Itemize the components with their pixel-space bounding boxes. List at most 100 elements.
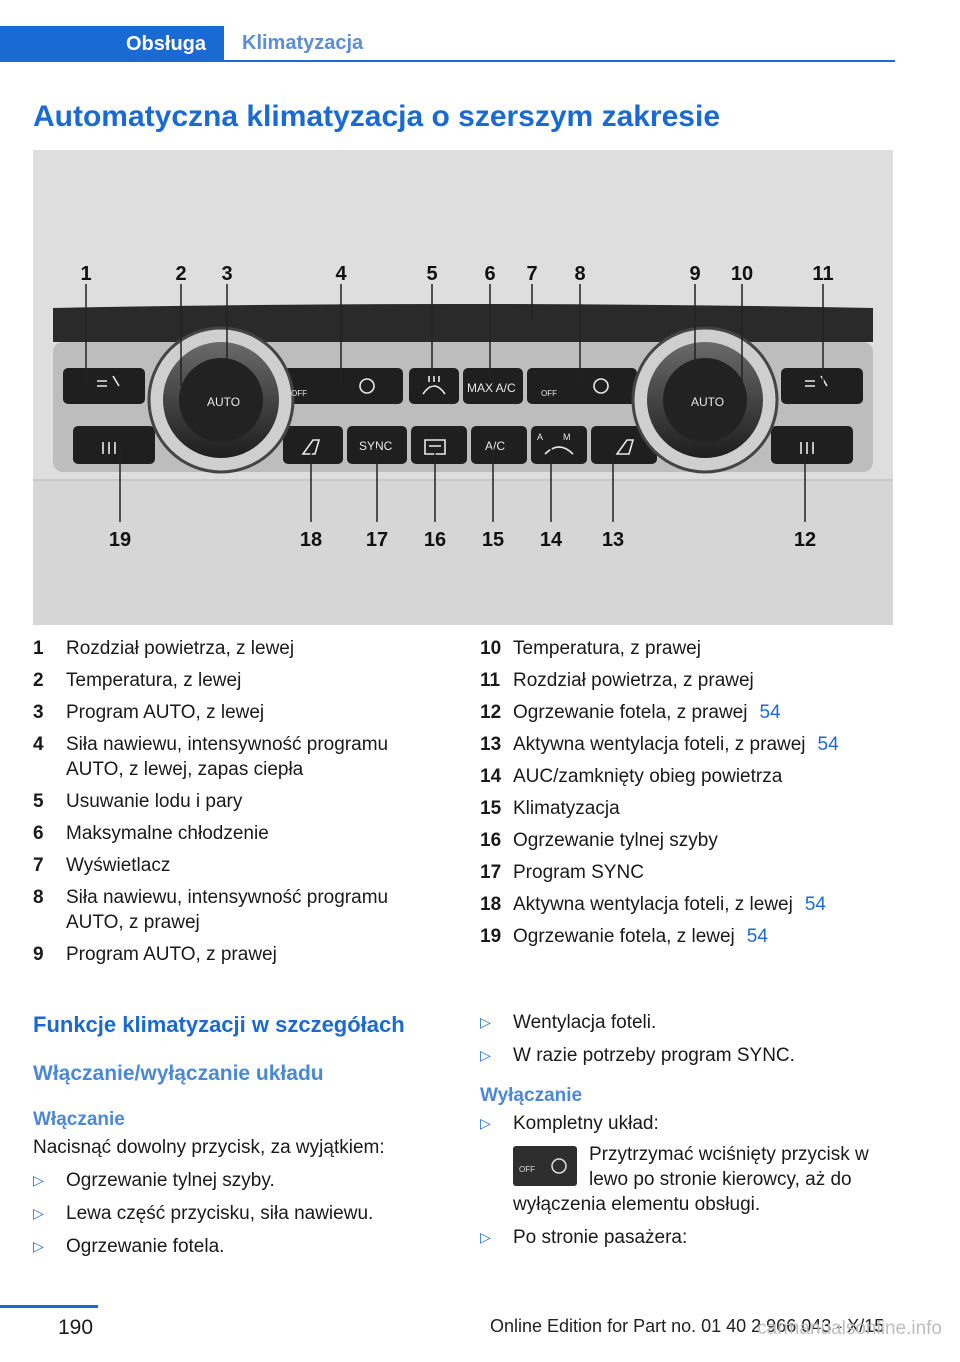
on-bullets-right: ▷Wentylacja foteli. ▷W razie potrzeby pr…	[480, 1010, 900, 1068]
page-ref-link[interactable]: 54	[817, 734, 839, 755]
label-10: 10	[731, 263, 753, 285]
fan-right-button	[527, 368, 637, 404]
label-1: 1	[80, 263, 91, 285]
label-9: 9	[689, 263, 700, 285]
list-item: ▷Po stronie pasażera:	[480, 1227, 688, 1248]
label-19: 19	[109, 529, 131, 551]
page-ref-link[interactable]: 54	[746, 926, 768, 947]
list-item: ▷Lewa część przycisku, siła nawiewu.	[33, 1203, 374, 1224]
auc-button	[531, 426, 587, 464]
rear-defrost-button	[411, 426, 467, 464]
label-2: 2	[175, 263, 186, 285]
label-15: 15	[482, 529, 504, 551]
rear-defrost-icon	[424, 439, 446, 455]
auc-car-icon	[544, 446, 574, 455]
seat-heating-right-icon	[800, 442, 814, 454]
label-4: 4	[335, 263, 347, 285]
ac-button	[471, 426, 527, 464]
seat-heating-right-button	[771, 426, 853, 464]
sync-text: SYNC	[359, 439, 393, 453]
section-left-column: Funkcje klimatyzacji w szczegółach Włącz…	[33, 1010, 433, 1267]
max-ac-text: MAX A/C	[467, 381, 516, 395]
page-ref-link[interactable]: 54	[759, 702, 781, 723]
ac-text: A/C	[485, 439, 505, 453]
section-heading: Funkcje klimatyzacji w szczegółach	[33, 1012, 405, 1037]
subsection-heading: Włączanie/wyłączanie układu	[33, 1062, 324, 1085]
label-14: 14	[540, 529, 563, 551]
air-distribution-right-button	[781, 368, 863, 404]
list-item: ▷Ogrzewanie tylnej szyby.	[33, 1170, 275, 1191]
fan-off-button-image: OFF	[513, 1146, 577, 1186]
triangle-right-icon: ▷	[33, 1172, 44, 1188]
label-11: 11	[812, 263, 833, 285]
label-7: 7	[526, 263, 537, 285]
label-8: 8	[574, 263, 585, 285]
page-ref-link[interactable]: 54	[804, 894, 826, 915]
list-item: ▷ Kompletny układ: OFF Przytrzymać wciśn…	[480, 1111, 900, 1217]
header-rule	[224, 60, 895, 62]
section-right-column: ▷Wentylacja foteli. ▷W razie potrzeby pr…	[480, 1010, 900, 1258]
tab-klimatyzacja[interactable]: Klimatyzacja	[242, 32, 364, 54]
air-distribution-right-icon	[805, 375, 828, 387]
on-paragraph: Nacisnąć dowolny przycisk, za wyjątkiem:	[33, 1137, 385, 1158]
auc-a-text: A	[537, 432, 543, 442]
label-16: 16	[424, 529, 446, 551]
label-6: 6	[484, 263, 495, 285]
label-5: 5	[426, 263, 437, 285]
triangle-right-icon: ▷	[480, 1014, 491, 1030]
triangle-right-icon: ▷	[480, 1229, 491, 1245]
fan-right-icon	[593, 378, 609, 394]
page-number: 190	[58, 1316, 94, 1339]
off-heading: Wyłączanie	[480, 1085, 583, 1106]
defrost-icon	[422, 376, 446, 395]
off-left-text: OFF	[291, 389, 307, 398]
triangle-right-icon: ▷	[33, 1238, 44, 1254]
on-bullets-left: ▷Ogrzewanie tylnej szyby. ▷Lewa część pr…	[33, 1168, 433, 1259]
page-number-rule	[0, 1305, 98, 1308]
off-bullets: ▷ Kompletny układ: OFF Przytrzymać wciśn…	[480, 1111, 900, 1250]
off-instruction: OFF Przytrzymać wciśnięty przycisk w lew…	[513, 1142, 900, 1217]
off-right-text: OFF	[541, 389, 557, 398]
off-instruction-text: Przytrzymać wciśnięty przycisk w lewo po…	[513, 1144, 869, 1215]
auc-m-text: M	[563, 432, 571, 442]
label-13: 13	[602, 529, 624, 551]
seat-ventilation-left-button	[283, 426, 343, 464]
sync-button	[347, 426, 407, 464]
label-12: 12	[794, 529, 816, 551]
seat-heating-left-icon	[102, 442, 116, 454]
chapter-header: Obsługa Klimatyzacja	[0, 26, 895, 62]
seat-ventilation-right-icon	[615, 439, 635, 455]
page-title: Automatyczna klimatyzacja o szerszym zak…	[33, 100, 720, 133]
label-17: 17	[366, 529, 388, 551]
climate-panel-figure: AUTO AUTO MAX A/C SYNC A/C OFF OFF A M	[33, 150, 893, 625]
triangle-right-icon: ▷	[33, 1205, 44, 1221]
label-18: 18	[300, 529, 322, 551]
auto-left-text: AUTO	[207, 395, 240, 409]
list-item: ▷Wentylacja foteli.	[480, 1012, 657, 1033]
fan-left-icon	[359, 378, 375, 394]
tab-obsluga[interactable]: Obsługa	[0, 26, 224, 62]
list-item: ▷W razie potrzeby program SYNC.	[480, 1045, 795, 1066]
triangle-right-icon: ▷	[480, 1115, 491, 1131]
svg-text:OFF: OFF	[519, 1165, 535, 1174]
triangle-right-icon: ▷	[480, 1047, 491, 1063]
on-heading: Włączanie	[33, 1109, 125, 1130]
fan-left-button	[283, 368, 403, 404]
